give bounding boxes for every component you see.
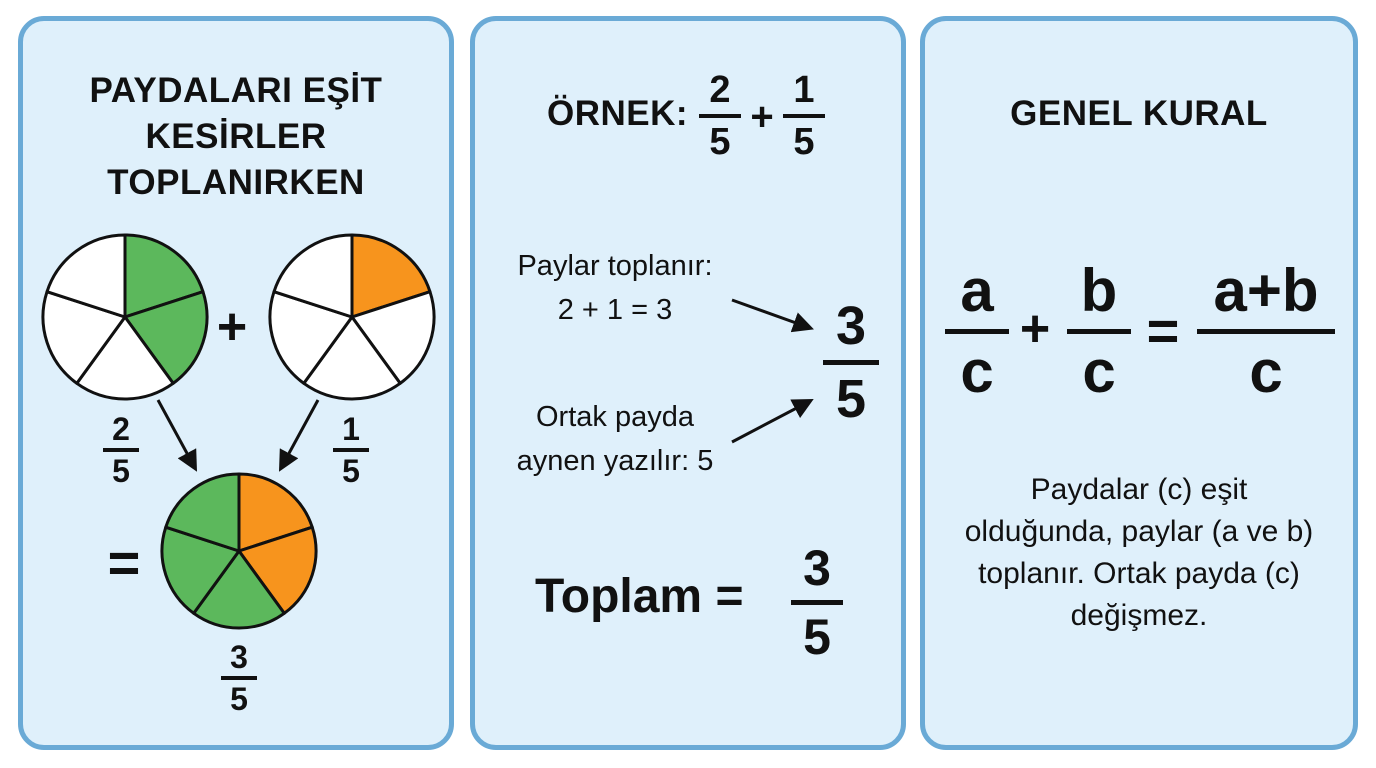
right-fraction: 1 5	[333, 413, 369, 487]
pie-left-slice-4	[41, 290, 127, 385]
result-fraction-numerator: 3	[230, 639, 248, 675]
general-rule-title: GENEL KURAL	[1010, 94, 1268, 133]
fraction-bar	[945, 329, 1009, 334]
pie-result-slice-3	[192, 549, 286, 630]
pie-left-slice-2	[123, 290, 209, 385]
panel1-title-line-1: PAYDALARI EŞİT	[89, 71, 383, 110]
denominator-note-line-2: aynen yazılır: 5	[516, 445, 714, 477]
denominator-note: Ortak payda aynen yazılır: 5	[475, 395, 755, 483]
left-fraction: 2 5	[103, 413, 139, 487]
total-fraction: 3 5	[791, 543, 843, 662]
pie-result-slice-5	[164, 472, 241, 553]
pie-right-slice-3	[302, 315, 402, 401]
total-denominator: 5	[803, 609, 831, 665]
panel-same-denominator-addition: PAYDALARI EŞİT KESİRLER TOPLANIRKEN + 2 …	[18, 16, 454, 750]
example-plus-sign: +	[750, 95, 774, 139]
rule-explanation-line-4: değişmez.	[1070, 599, 1208, 632]
example-result-numerator: 3	[835, 296, 867, 356]
pie-right	[268, 233, 436, 401]
panel1-title-line-2: KESİRLER	[145, 117, 327, 156]
rule-sum-denominator: c	[1249, 338, 1283, 405]
panel1-title-line-3: TOPLANIRKEN	[107, 163, 365, 202]
rule-a-numerator: a	[960, 257, 994, 324]
equals-sign: =	[107, 531, 141, 594]
rule-explanation-line-1: Paydalar (c) eşit	[1030, 473, 1248, 506]
rule-b-numerator: b	[1080, 257, 1118, 324]
rule-explanation: Paydalar (c) eşit olduğunda, paylar (a v…	[925, 469, 1353, 637]
arrow-to-denominator	[731, 399, 814, 444]
pie-left	[41, 233, 209, 401]
rule-fraction-a: a c	[945, 261, 1009, 402]
panel2-arrows	[731, 298, 814, 444]
panel-general-rule: GENEL KURAL a c + b c = a+b c Paydalar (…	[920, 16, 1358, 750]
pie-result-slices	[160, 472, 318, 630]
example-b-numerator: 1	[793, 69, 815, 111]
arrow-to-numerator	[731, 298, 814, 333]
example-result-fraction: 3 5	[823, 299, 879, 426]
left-fraction-numerator: 2	[112, 411, 130, 447]
rule-equals-sign: =	[1146, 299, 1180, 362]
example-label: ÖRNEK:	[547, 94, 689, 133]
plus-sign: +	[216, 298, 248, 356]
fraction-bar	[699, 114, 741, 118]
fraction-bar	[1067, 329, 1131, 334]
fraction-bar	[221, 676, 257, 680]
right-fraction-numerator: 1	[342, 411, 360, 447]
rule-plus-sign: +	[1019, 300, 1051, 358]
numerator-note: Paylar toplanır: 2 + 1 = 3	[475, 244, 755, 332]
right-fraction-denominator: 5	[342, 453, 360, 489]
pie-right-slice-4	[268, 290, 354, 385]
fraction-bar	[333, 448, 369, 452]
rule-b-denominator: c	[1082, 338, 1116, 405]
pie-right-slice-5	[272, 233, 354, 319]
example-fraction-a: 2 5	[699, 71, 741, 161]
fraction-bar	[791, 600, 843, 605]
example-b-denominator: 5	[793, 121, 815, 163]
pie-right-slices	[268, 233, 436, 401]
fraction-bar	[783, 114, 825, 118]
pie-left-slice-5	[45, 233, 127, 319]
total-numerator: 3	[803, 540, 831, 596]
example-fraction-b: 1 5	[783, 71, 825, 161]
fraction-bar	[823, 360, 879, 365]
fraction-bar	[1197, 329, 1335, 334]
pie-result-slice-2	[237, 525, 318, 615]
left-fraction-denominator: 5	[112, 453, 130, 489]
rule-fraction-b: b c	[1067, 261, 1131, 402]
rule-a-denominator: c	[960, 338, 994, 405]
pie-result	[160, 472, 318, 630]
pie-right-slice-2	[350, 290, 436, 385]
panel1-title: PAYDALARI EŞİT KESİRLER TOPLANIRKEN	[23, 68, 449, 206]
example-a-denominator: 5	[709, 121, 731, 163]
total-label: Toplam =	[535, 570, 744, 623]
numerator-note-line-2: 2 + 1 = 3	[557, 294, 673, 326]
panel1-arrows	[156, 399, 320, 472]
denominator-note-line-1: Ortak payda	[536, 401, 694, 433]
panel-example: ÖRNEK: 2 5 + 1 5 Paylar toplanır: 2 + 1 …	[470, 16, 906, 750]
rule-fraction-sum: a+b c	[1197, 261, 1335, 402]
numerator-note-line-1: Paylar toplanır:	[517, 250, 713, 282]
rule-explanation-line-2: olduğunda, paylar (a ve b)	[964, 515, 1314, 548]
pie-left-slice-3	[75, 315, 175, 401]
example-result-denominator: 5	[835, 369, 867, 429]
result-fraction-denominator: 5	[230, 681, 248, 717]
arrow-left-to-result	[156, 399, 198, 472]
fraction-bar	[103, 448, 139, 452]
pie-left-slices	[41, 233, 209, 401]
pie-result-slice-4	[160, 525, 241, 615]
example-a-numerator: 2	[709, 69, 731, 111]
result-fraction: 3 5	[221, 641, 257, 715]
rule-explanation-line-3: toplanır. Ortak payda (c)	[978, 557, 1300, 590]
rule-sum-numerator: a+b	[1213, 257, 1319, 324]
arrow-right-to-result	[278, 399, 320, 472]
